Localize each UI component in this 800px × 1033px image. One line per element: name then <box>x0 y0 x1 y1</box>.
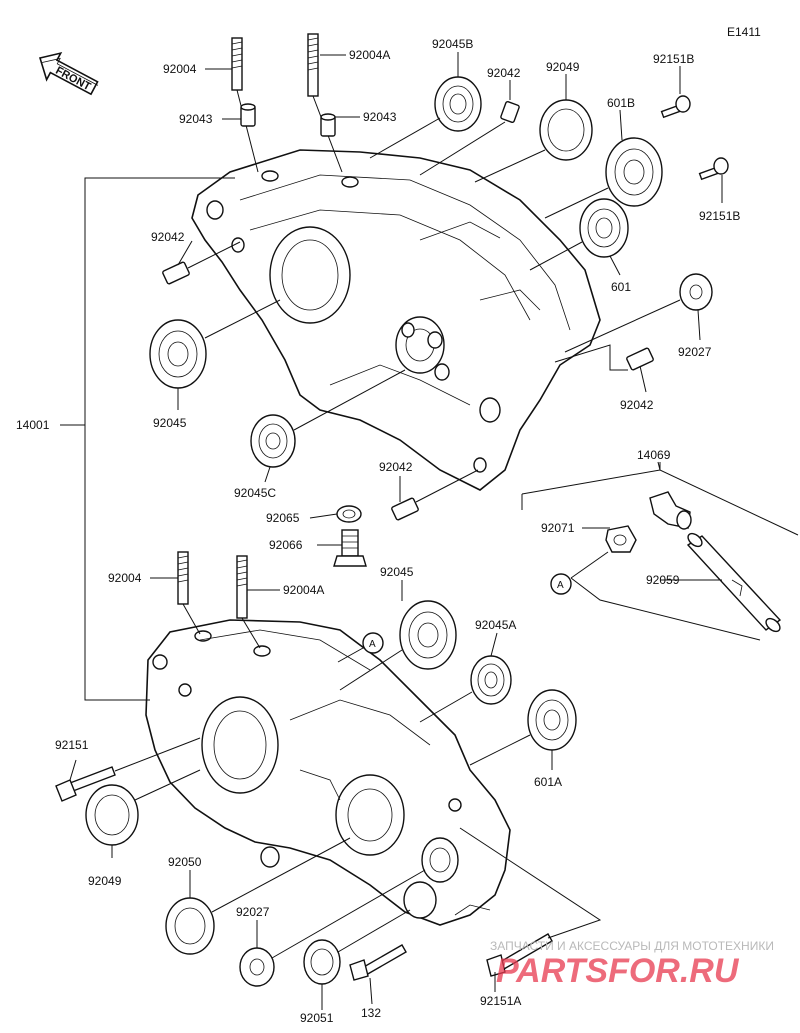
callout-circle-a-lower: A <box>337 632 384 663</box>
label-14069: 14069 <box>637 448 671 462</box>
bearing-92045-upper <box>149 299 281 389</box>
label-92045B: 92045B <box>432 37 473 51</box>
label-92042-mid: 92042 <box>379 460 413 474</box>
bolt-132 <box>349 944 407 981</box>
label-92050: 92050 <box>168 855 202 869</box>
label-92004A-top: 92004A <box>349 48 390 62</box>
bracket-14001 <box>84 177 235 701</box>
oil-seal-92049-bottom <box>85 769 201 846</box>
label-92043-right: 92043 <box>363 110 397 124</box>
label-92045A: 92045A <box>475 618 516 632</box>
label-601: 601 <box>611 280 631 294</box>
stud-92004-upper <box>231 37 259 173</box>
label-92027-bottom: 92027 <box>236 905 270 919</box>
label-14001: 14001 <box>16 418 50 432</box>
bolt-92151 <box>55 737 201 802</box>
elbow-fitting <box>649 491 692 530</box>
label-92059: 92059 <box>646 573 680 587</box>
label-92066: 92066 <box>269 538 303 552</box>
front-arrow-icon: FRONT <box>38 51 99 96</box>
label-92027-right: 92027 <box>678 345 712 359</box>
label-92151B-right: 92151B <box>699 209 740 223</box>
dowel-92042-right <box>554 344 654 371</box>
dowel-92042-top <box>419 101 520 176</box>
bolt-92151B-top <box>660 95 691 119</box>
diagram-id: E1411 <box>727 25 761 39</box>
label-92004-bottom: 92004 <box>108 571 142 585</box>
oil-seal-92049-top <box>474 99 593 183</box>
label-92045-lower: 92045 <box>380 565 414 579</box>
label-132: 132 <box>361 1006 381 1020</box>
label-92043-left: 92043 <box>179 112 213 126</box>
bearing-601 <box>529 198 629 271</box>
breather-assembly-14069 <box>521 462 799 641</box>
label-92065: 92065 <box>266 511 300 525</box>
bearing-92045C <box>250 369 406 468</box>
washer-92027-bottom <box>239 869 426 987</box>
lower-crankcase-half <box>145 619 511 926</box>
label-92151A: 92151A <box>480 994 521 1008</box>
dowel-92043-left <box>240 103 256 127</box>
dowel-92042-mid <box>391 469 479 521</box>
bolt-92151B-right <box>698 157 729 181</box>
label-92004-top: 92004 <box>163 62 197 76</box>
bearing-601B <box>544 137 663 219</box>
label-601B: 601B <box>607 96 635 110</box>
bearing-92045B <box>369 76 482 159</box>
dowel-92042-left <box>162 241 241 285</box>
callout-letter: A <box>369 639 376 650</box>
label-92004A-bottom: 92004A <box>283 583 324 597</box>
label-92042-left: 92042 <box>151 230 185 244</box>
clamp-92071 <box>605 525 637 553</box>
label-92051: 92051 <box>300 1011 334 1025</box>
callout-circle-a-upper: A <box>550 573 572 595</box>
washer-92065 <box>336 505 362 523</box>
dowel-92043-right <box>320 113 336 137</box>
callout-letter: A <box>557 580 564 591</box>
label-92042-right: 92042 <box>620 398 654 412</box>
label-92045C: 92045C <box>234 486 276 500</box>
stud-92004A-lower <box>236 555 261 649</box>
label-92071: 92071 <box>541 521 575 535</box>
label-92045-upper: 92045 <box>153 416 187 430</box>
label-92049-bottom: 92049 <box>88 874 122 888</box>
washer-92027-right <box>564 273 713 353</box>
bolt-92151A <box>459 827 602 977</box>
hose-92059 <box>686 532 782 633</box>
watermark-caption: ЗАПЧАСТИ И АКСЕССУАРЫ ДЛЯ МОТОТЕХНИКИ <box>490 939 774 953</box>
label-92151: 92151 <box>55 738 89 752</box>
label-92151B-top: 92151B <box>653 52 694 66</box>
stud-92004-lower <box>177 551 201 635</box>
bearing-92045-lower <box>339 600 457 691</box>
label-601A: 601A <box>534 775 562 789</box>
plug-92066 <box>333 529 367 567</box>
upper-crankcase-half <box>191 149 601 491</box>
label-92049-top: 92049 <box>546 60 580 74</box>
label-92042-top: 92042 <box>487 66 521 80</box>
watermark-brand: PARTSFOR.RU <box>496 952 740 990</box>
